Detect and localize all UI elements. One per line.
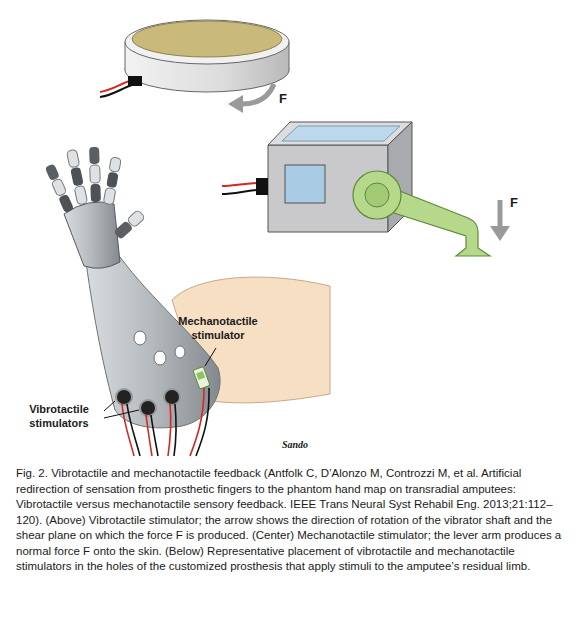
prosthetic-finger — [45, 163, 74, 213]
finger-segment — [127, 210, 146, 228]
prosthetic-thumb — [113, 210, 145, 240]
vibrotactile-stimulator — [164, 389, 180, 405]
vibrotactile-disc — [100, 20, 289, 113]
finger-segment — [90, 184, 101, 202]
force-arrow — [498, 200, 503, 228]
socket-hole — [134, 331, 146, 345]
black-wire — [151, 415, 158, 456]
box-panel — [285, 165, 325, 203]
finger-segment — [66, 149, 79, 168]
finger-segment — [45, 163, 60, 181]
prosthetic-palm — [64, 202, 120, 268]
part-label: Mechanotactile stimulator — [166, 314, 270, 343]
finger-segment — [74, 185, 88, 205]
force-label: F — [279, 91, 293, 108]
red-wire — [168, 404, 171, 456]
disc-edge — [289, 42, 290, 70]
disc-base-top — [125, 20, 289, 64]
vibrotactile-stimulator — [116, 389, 132, 405]
red-wire — [190, 388, 204, 456]
finger-segment — [103, 187, 116, 204]
artist-signature: Sando — [282, 438, 332, 451]
part-label: Vibrotactile stimulators — [14, 402, 104, 431]
finger-segment — [89, 147, 100, 164]
rotation-arrow — [242, 84, 274, 104]
finger-segment — [106, 172, 118, 189]
finger-segment — [51, 178, 67, 197]
mechanotactile-box — [222, 122, 510, 256]
wire-connector — [128, 76, 142, 86]
box-top — [268, 122, 412, 145]
prosthetic-finger — [103, 157, 121, 205]
finger-segment — [109, 157, 121, 173]
black-wire — [174, 404, 176, 456]
finger-segment — [90, 165, 101, 183]
prosthetic-socket — [86, 257, 220, 428]
red-wire — [222, 183, 256, 186]
mechanotactile-lever — [196, 371, 205, 380]
socket-hole — [175, 346, 185, 358]
leader-line — [104, 410, 139, 418]
black-wire — [222, 190, 256, 194]
finger-segment — [58, 194, 74, 214]
figure-caption: Fig. 2. Vibrotactile and mechanotactile … — [16, 466, 564, 575]
black-wire — [196, 388, 209, 456]
prosthetic-finger — [66, 149, 87, 205]
force-arrowhead — [490, 226, 510, 241]
wire-connector — [256, 178, 268, 195]
vibrator-plate — [132, 21, 282, 57]
leader-line — [205, 348, 216, 366]
lever-shaft — [365, 183, 389, 207]
socket-hole — [154, 351, 166, 365]
force-label: F — [510, 195, 524, 212]
finger-segment — [70, 167, 84, 187]
box-window — [282, 126, 400, 141]
black-wire — [100, 85, 132, 97]
prosthetic-finger — [89, 147, 101, 202]
disc-edge — [125, 42, 126, 70]
mechanotactile-stimulator — [193, 367, 210, 390]
leader-line — [104, 401, 115, 411]
rotation-arrowhead — [228, 95, 243, 113]
vibrotactile-stimulator — [140, 400, 156, 416]
box-front — [268, 145, 388, 232]
lever-hub — [353, 171, 401, 219]
